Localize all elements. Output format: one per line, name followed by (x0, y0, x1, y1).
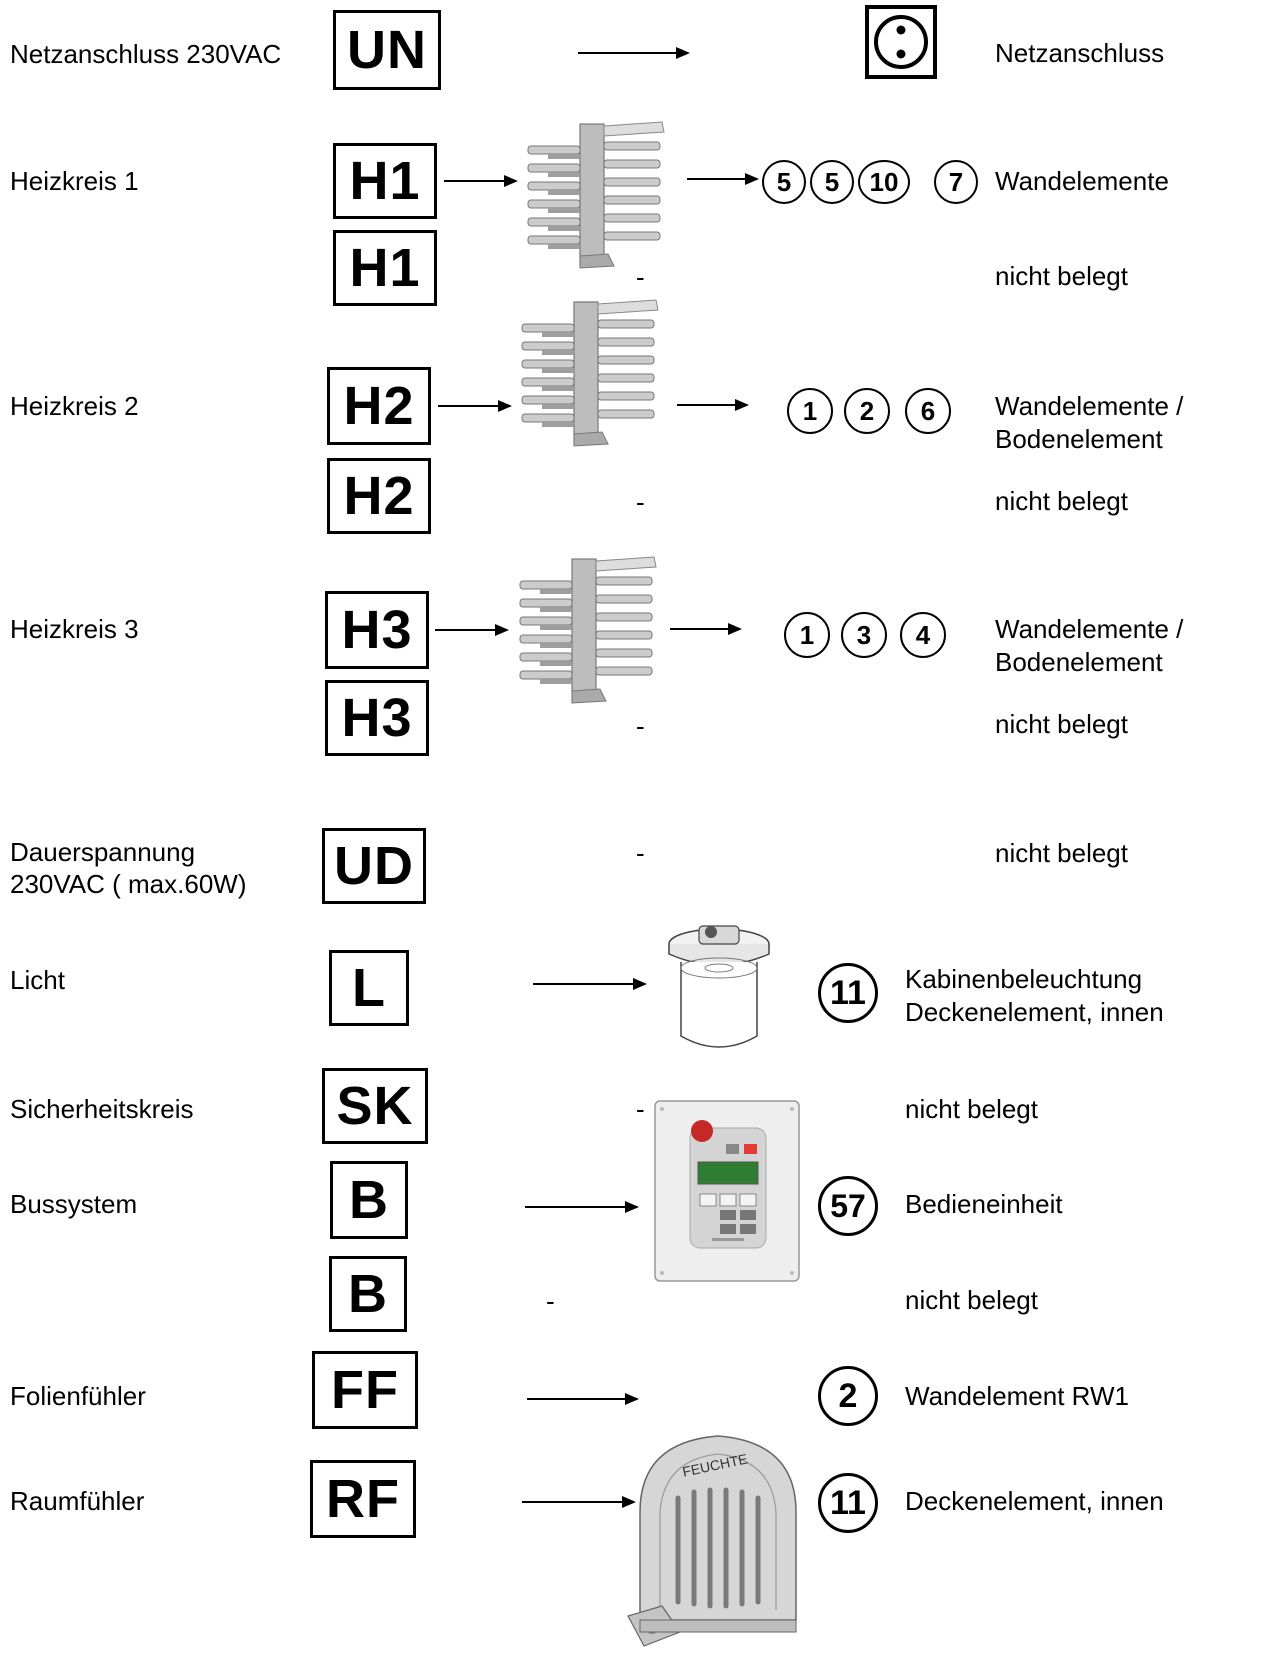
arrow (438, 400, 512, 412)
terminal-rf: RF (310, 1460, 416, 1538)
power-socket-icon (865, 5, 937, 84)
element-number-badge: 2 (844, 388, 890, 434)
terminal-h1: H1 (333, 230, 437, 306)
dash: - (636, 1094, 645, 1124)
element-number-badge: 5 (762, 160, 806, 204)
terminal-h2: H2 (327, 458, 431, 534)
row-label-netzanschluss: Netzanschluss 230VAC (10, 39, 282, 69)
arrow (687, 173, 759, 185)
element-number-badge: 57 (818, 1176, 878, 1236)
terminal-b: B (330, 1161, 408, 1239)
row-label-heizkreis-3: Heizkreis 3 (10, 614, 139, 644)
terminal-un: UN (333, 10, 441, 90)
arrow (525, 1201, 639, 1213)
arrow (522, 1496, 636, 1508)
dash: - (636, 711, 645, 741)
element-number-badge: 7 (934, 160, 978, 204)
control-unit-image (654, 1100, 800, 1287)
row-desc: Wandelement RW1 (905, 1381, 1129, 1411)
dash: - (636, 487, 645, 517)
terminal-b: B (329, 1256, 407, 1332)
arrow (444, 175, 518, 187)
row-label-heizkreis-1: Heizkreis 1 (10, 166, 139, 196)
element-number-badge: 4 (900, 612, 946, 658)
arrow (578, 47, 690, 59)
row-desc: nicht belegt (995, 486, 1128, 516)
row-label-sicherheitskreis: Sicherheitskreis (10, 1094, 194, 1124)
row-desc: Kabinenbeleuchtung Deckenelement, innen (905, 964, 1164, 1027)
row-label-heizkreis-2: Heizkreis 2 (10, 391, 139, 421)
row-desc: nicht belegt (995, 709, 1128, 739)
terminal-h2: H2 (327, 367, 431, 445)
dash: - (636, 838, 645, 868)
arrow (533, 978, 647, 990)
plug-connector-image (514, 555, 662, 710)
row-label-bussystem: Bussystem (10, 1189, 138, 1219)
row-label-raumfuehler: Raumfühler (10, 1486, 145, 1516)
terminal-l: L (329, 950, 409, 1026)
row-desc: Netzanschluss (995, 38, 1165, 68)
row-label-licht: Licht (10, 965, 65, 995)
plug-connector-image (516, 298, 664, 453)
element-number-badge: 2 (818, 1366, 878, 1426)
arrow (435, 624, 509, 636)
terminal-ff: FF (312, 1351, 418, 1429)
element-number-badge: 5 (810, 160, 854, 204)
row-desc: nicht belegt (905, 1094, 1038, 1124)
element-number-badge: 1 (787, 388, 833, 434)
terminal-h3: H3 (325, 591, 429, 669)
element-number-badge: 1 (784, 612, 830, 658)
element-number-badge: 11 (818, 963, 878, 1023)
row-desc: Bedieneinheit (905, 1189, 1063, 1219)
row-desc: Wandelemente (995, 166, 1169, 196)
arrow (527, 1393, 639, 1405)
dash: - (636, 262, 645, 292)
element-number-badge: 10 (858, 160, 910, 204)
row-desc: Wandelemente / Bodenelement (995, 391, 1184, 454)
arrow (677, 399, 749, 411)
humidity-sensor-image: FEUCHTE (620, 1420, 810, 1657)
row-desc: nicht belegt (905, 1285, 1038, 1315)
plug-connector-image (522, 120, 670, 275)
row-label-folienfuehler: Folienfühler (10, 1381, 146, 1411)
cabin-light-image (665, 918, 773, 1063)
row-label-dauerspannung: Dauerspannung 230VAC ( max.60W) (10, 837, 247, 899)
element-number-badge: 3 (841, 612, 887, 658)
arrow (670, 623, 742, 635)
element-number-badge: 11 (818, 1473, 878, 1533)
terminal-ud: UD (322, 828, 426, 904)
dash: - (546, 1286, 555, 1316)
row-desc: Wandelemente / Bodenelement (995, 614, 1184, 677)
terminal-h3: H3 (325, 680, 429, 756)
row-desc: Deckenelement, innen (905, 1486, 1164, 1516)
terminal-sk: SK (322, 1068, 428, 1144)
row-desc: nicht belegt (995, 838, 1128, 868)
element-number-badge: 6 (905, 388, 951, 434)
row-desc: nicht belegt (995, 261, 1128, 291)
terminal-h1: H1 (333, 143, 437, 219)
